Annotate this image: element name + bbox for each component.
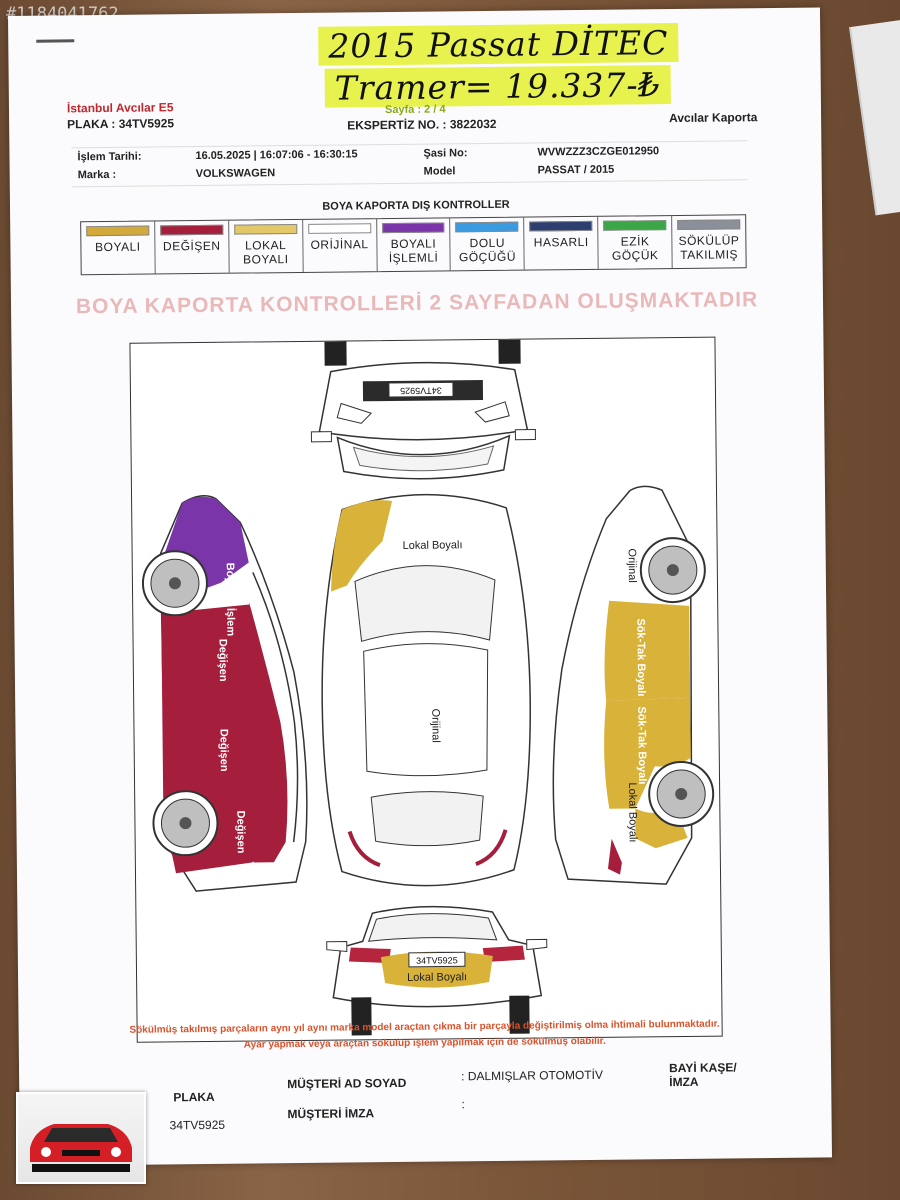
branch-name: Avcılar Kaporta [669, 110, 758, 126]
vehicle-info: İşlem Tarihi: 16.05.2025 | 16:07:06 - 16… [71, 140, 748, 188]
right-label-original: Orijinal [626, 548, 638, 582]
legend-item: DEĞİŞEN [155, 220, 230, 274]
expertise-report-sheet: 2015 Passat DİTEC Tramer= 19.337-₺ İstan… [8, 7, 832, 1166]
legend-swatch [307, 223, 371, 234]
signature-label: MÜŞTERİ İMZA [287, 1106, 375, 1122]
car-diagram: 34TV5925 Boya ve [129, 336, 723, 1043]
brand-value: VOLKSWAGEN [195, 167, 276, 181]
legend-swatch [529, 220, 593, 232]
rear-plate-text: 34TV5925 [416, 955, 458, 965]
legend-label-2: BOYALI [242, 252, 289, 267]
right-side-view: Orijinal Sök-Tak Boyalı Sök-Tak Boyalı L… [552, 485, 715, 885]
chassis-value: WVWZZZ3CZGE012950 [537, 145, 660, 159]
legend-swatch [603, 220, 667, 231]
legend-label: DEĞİŞEN [162, 238, 221, 254]
customer-label: MÜŞTERİ AD SOYAD [287, 1075, 407, 1092]
chassis-label: Şasi No: [423, 147, 468, 160]
legend-item: ORİJİNAL [302, 219, 378, 272]
handwritten-tramer: Tramer= 19.337-₺ [324, 65, 671, 108]
legend-label: DOLU [469, 235, 506, 251]
legend-swatch [677, 219, 741, 231]
company-name: İstanbul Avcılar E5 [66, 100, 174, 116]
legend-label: LOKAL [244, 238, 287, 253]
date-value: 16.05.2025 | 16:07:06 - 16:30:15 [195, 148, 358, 163]
legend-label: EZİK [620, 234, 650, 249]
left-side-view: Boya ve İşlem Değişen Değişen Değişen [141, 495, 308, 892]
legend-title: BOYA KAPORTA DIŞ KONTROLLER [322, 198, 510, 213]
plate-title: PLAKA [173, 1089, 215, 1105]
dealer-label: BAYİ KAŞE/İMZA [668, 1060, 737, 1090]
legend-label-2: GÖÇÜĞÜ [458, 249, 517, 265]
legend-swatch [160, 224, 224, 236]
legend-item: HASARLI [524, 216, 599, 270]
legend-swatch [455, 221, 519, 233]
report-number: EKSPERTİZ NO. : 3822032 [347, 116, 497, 133]
top-view: Lokal Boyalı Orijinal [321, 493, 531, 887]
legend-label-2: İŞLEMLİ [388, 250, 439, 266]
model-label: Model [423, 165, 456, 178]
right-label-removed-2: Sök-Tak Boyalı [635, 706, 648, 784]
rear-label: Lokal Boyalı [407, 971, 467, 984]
page-indicator: Sayfa : 2 / 4 [384, 103, 446, 117]
left-label-replaced-1: Değişen [217, 639, 229, 682]
right-label-removed-1: Sök-Tak Boyalı [634, 618, 647, 696]
date-label: İşlem Tarihi: [77, 150, 142, 164]
legend-label-2: TAKILMIŞ [680, 247, 739, 262]
car-diagram-svg: 34TV5925 Boya ve [141, 339, 715, 1036]
plate-value: 34TV5925 [169, 1117, 226, 1133]
rear-view: 34TV5925 Lokal Boyalı [326, 905, 548, 1036]
legend-label: ORİJİNAL [310, 237, 369, 252]
brand-label: Marka : [77, 168, 117, 182]
customer-value: : DALMIŞLAR OTOMOTİV [461, 1067, 604, 1084]
plate-header: PLAKA : 34TV5925 [67, 116, 175, 132]
handwritten-model: 2015 Passat DİTEC [318, 22, 679, 66]
legend-label: SÖKÜLÜP [678, 233, 740, 248]
roof-label: Lokal Boyalı [403, 539, 463, 552]
left-label-replaced-3: Değişen [234, 811, 246, 854]
left-label-processed: Boya ve İşlem [224, 563, 238, 637]
center-label: Orijinal [429, 709, 441, 743]
legend-swatch [233, 223, 297, 235]
signature-section: PLAKA 34TV5925 MÜŞTERİ AD SOYAD : DALMIŞ… [77, 1060, 762, 1151]
legend-item: BOYALI [81, 221, 156, 275]
front-view: 34TV5925 [310, 339, 536, 480]
signature-value: : [461, 1097, 465, 1112]
background-paper [849, 18, 900, 216]
legend-label-2: GÖÇÜK [611, 248, 659, 263]
legend-label: BOYALI [95, 239, 141, 255]
legend-label: BOYALI [390, 236, 437, 252]
legend-swatch [86, 225, 150, 237]
dealer-logo-thumbnail [16, 1092, 146, 1184]
dash-mark [36, 39, 75, 43]
front-plate-text: 34TV5925 [400, 385, 442, 395]
legend-swatch [381, 222, 445, 234]
model-value: PASSAT / 2015 [537, 163, 615, 177]
red-car-logo-icon [30, 1124, 132, 1172]
right-label-local: Lokal Boyalı [626, 782, 639, 842]
legend-label: HASARLI [533, 234, 589, 250]
left-label-replaced-2: Değişen [217, 729, 229, 772]
pages-banner: BOYA KAPORTA KONTROLLERİ 2 SAYFADAN OLUŞ… [75, 288, 759, 319]
